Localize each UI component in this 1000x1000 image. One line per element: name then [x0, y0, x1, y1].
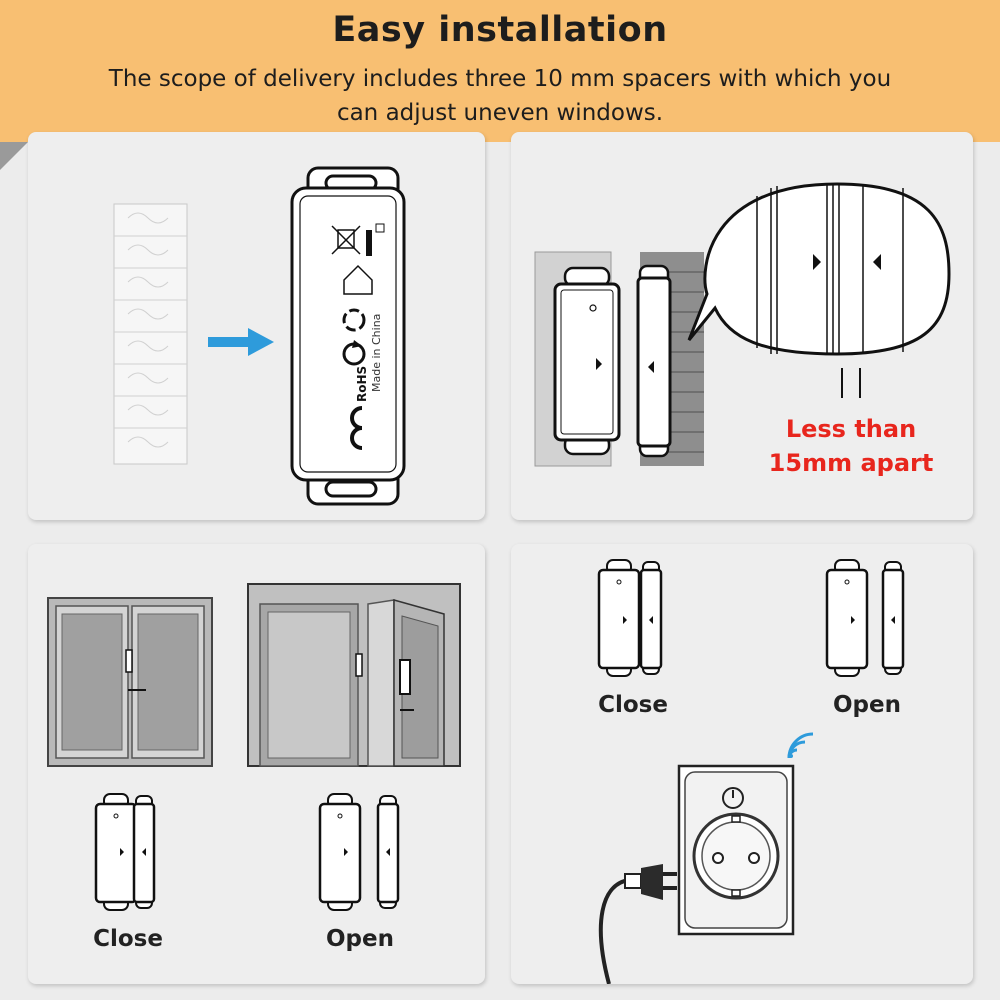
rohs-text: RoHS: [355, 366, 369, 402]
gap-text-line1: Less than: [785, 415, 917, 443]
open-label: Open: [326, 926, 394, 952]
gap-text-line2: 15mm apart: [768, 449, 934, 477]
page-title: Easy installation: [332, 10, 668, 50]
sensor-close-icon: [597, 559, 663, 677]
wifi-signal-icon: [787, 732, 814, 759]
zoom-bubble-icon: [687, 182, 951, 356]
close-label: Close: [93, 926, 163, 952]
panel-adhesive-mounting: Made in China RoHS: [28, 132, 485, 520]
open-label: Open: [833, 692, 901, 718]
power-cord-icon: [598, 864, 677, 984]
sensor-back-label-icon: [290, 166, 406, 506]
panel4-illustration: [597, 559, 905, 984]
panel2-illustration: [534, 182, 951, 467]
sliding-window-icon: [47, 597, 213, 767]
sensor-open-icon: [318, 793, 400, 911]
sensor-body-icon: [553, 266, 621, 456]
power-icon: [722, 787, 744, 809]
door-icon: [247, 583, 461, 767]
sensor-close-icon: [94, 793, 156, 911]
panel-smart-plug: Close Open: [511, 544, 973, 984]
sensor-open-icon: [825, 559, 905, 677]
panel-gap-requirement: Less than 15mm apart: [511, 132, 973, 520]
arrow-right-icon: [208, 328, 274, 356]
gap-marks-icon: [841, 368, 861, 398]
magnet-body-icon: [636, 264, 672, 458]
panel1-illustration: Made in China RoHS: [113, 166, 406, 506]
panel3-illustration: [47, 583, 461, 911]
made-in-text: Made in China: [370, 314, 383, 392]
close-label: Close: [598, 692, 668, 718]
panel-window-door-usage: Close Open: [28, 544, 485, 984]
adhesive-tape-icon: [113, 203, 188, 465]
header-banner: Easy installation The scope of delivery …: [0, 0, 1000, 142]
page-subtitle: The scope of delivery includes three 10 …: [108, 66, 892, 126]
smart-plug-icon: [677, 764, 795, 936]
banner-fold: [0, 142, 28, 170]
